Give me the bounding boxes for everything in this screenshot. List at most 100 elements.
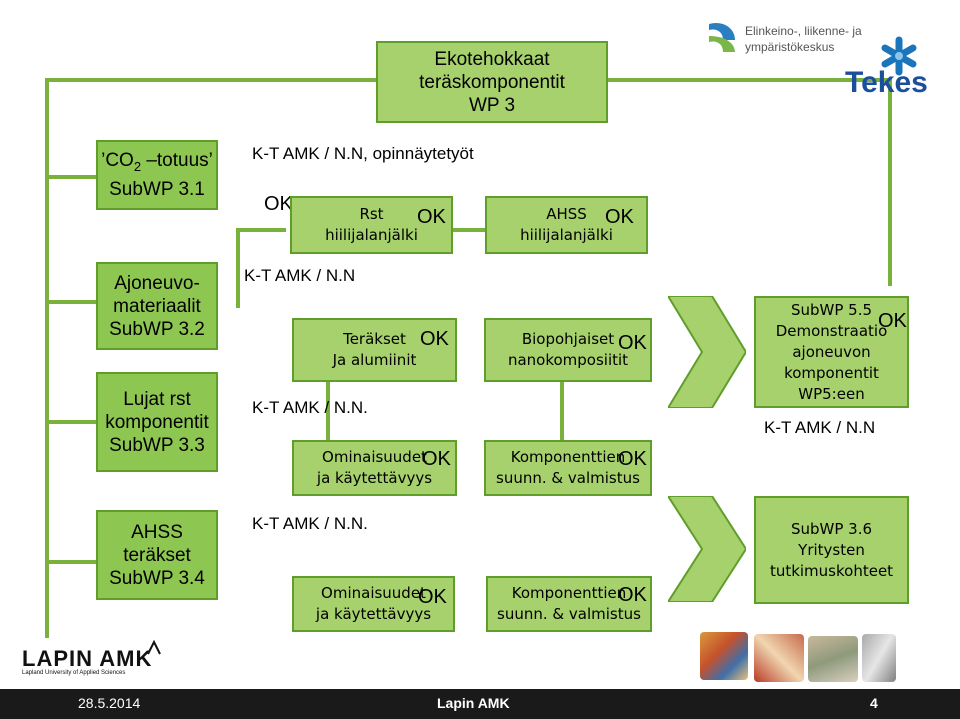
connector-col-a [326,380,330,450]
komp1-ok: OK [618,448,647,470]
footer-page: 4 [870,695,878,711]
chevron-arrow-icon [668,296,746,408]
komp2-ok: OK [618,584,647,606]
connector-lujat [45,420,100,424]
connector-row1 [236,228,286,232]
ely-text-1: Elinkeino-, liikenne- ja [745,24,862,38]
connector-left-vertical [45,78,49,638]
subwp-3-2-box: Ajoneuvo- materiaalit SubWP 3.2 [96,262,218,350]
box-subwp-5-5: SubWP 5.5 Demonstraatio ajoneuvon kompon… [754,296,909,408]
bio-line1: Biopohjaiset [521,330,615,348]
wp55-line4: komponentit [784,363,879,382]
subwp-3-1-line2: SubWP 3.1 [109,178,205,200]
subwp-3-4-box: AHSS teräkset SubWP 3.4 [96,510,218,600]
box-ominaisuudet-1: Ominaisuudet ja käytettävyys OK [292,440,457,496]
ely-logo: Elinkeino-, liikenne- ja ympäristökeskus [705,20,862,64]
chevron-arrow-icon-2 [668,496,746,602]
wp55-ok: OK [878,310,907,332]
connector-ajoneuvo [45,300,100,304]
root-line3: WP 3 [468,94,516,116]
decorative-image-1 [700,632,748,680]
box-terakset: Teräkset Ja alumiinit OK [292,318,457,382]
lapin-amk-logo: LAPIN AMK Lapland University of Applied … [22,640,162,680]
ahss-h-line1: AHSS [546,205,587,223]
box-komponenttien-1: Komponenttien suunn. & valmistus OK [484,440,652,496]
tekes-logo: Tekes [845,36,945,99]
ahss-h-ok: OK [605,206,634,228]
ely-text-2: ympäristökeskus [745,40,835,54]
footer-bar: 28.5.2014 Lapin AMK 4 [0,689,960,719]
box-komponenttien-2: Komponenttien suunn. & valmistus OK [486,576,652,632]
subwp-3-4-line2: teräkset [123,544,191,566]
subwp-3-3-box: Lujat rst komponentit SubWP 3.3 [96,372,218,472]
komp2-line1: Komponenttien [511,584,627,602]
footer-center: Lapin AMK [437,695,510,711]
lapin-amk-subtext: Lapland University of Applied Sciences [22,670,126,676]
subwp-3-2-line3: SubWP 3.2 [109,318,205,340]
subwp-3-3-line3: SubWP 3.3 [109,434,205,456]
box-biopohjaiset: Biopohjaiset nanokomposiitit OK [484,318,652,382]
box-rst-hiilijalanjalki: Rst hiilijalanjälki OK [290,196,453,254]
bio-ok: OK [618,332,647,354]
omin2-ok: OK [418,586,447,608]
rst-ok: OK [417,206,446,228]
wp55-line5: WP5:een [798,384,865,403]
omin1-line1: Ominaisuudet [322,448,427,466]
wp36-line3: tutkimuskohteet [769,561,894,580]
wp36-line2: Yritysten [798,540,865,559]
root-line1: Ekotehokkaat [434,48,550,70]
omin2-line1: Ominaisuudet [321,584,426,602]
wp36-line1: SubWP 3.6 [790,519,873,538]
subwp-3-3-line1: Lujat rst [123,388,191,410]
komp2-line2: suunn. & valmistus [497,605,641,623]
teraks-line2: Ja alumiinit [332,351,417,369]
note-kt-nn-2: K-T AMK / N.N. [252,398,368,417]
subwp-3-3-line2: komponentit [105,411,209,433]
connector-right-vertical [888,78,892,286]
teraks-line1: Teräkset [343,330,406,348]
connector-root-right [607,78,892,82]
ok-standalone: OK [264,193,293,215]
subwp-3-1-line1: ’CO2 –totuus’ [101,150,213,174]
subwp-3-2-line2: materiaalit [113,295,201,317]
bio-line2: nanokomposiitit [507,351,629,369]
decorative-image-4 [862,634,896,682]
footer-date: 28.5.2014 [78,695,141,711]
rst-line2: hiilijalanjälki [325,226,418,244]
connector-root-left [45,78,410,82]
subwp-3-2-line1: Ajoneuvo- [114,272,200,294]
decorative-image-2 [754,634,804,682]
connector-col-b [560,380,564,450]
omin1-line2: ja käytettävyys [316,469,433,487]
tekes-text: Tekes [845,66,928,99]
note-kt-nn-1: K-T AMK / N.N [244,266,356,285]
note-opinnaytetyot: K-T AMK / N.N, opinnäytetyöt [252,144,474,163]
connector-mid-vertical [236,228,240,308]
wp55-line3: ajoneuvon [792,342,871,361]
tekes-star-icon [881,36,917,76]
subwp-3-4-line3: SubWP 3.4 [109,567,205,589]
note-kt-nn-4: K-T AMK / N.N [764,418,876,437]
box-ahss-hiilijalanjalki: AHSS hiilijalanjälki OK [485,196,648,254]
root-box-wp3: Ekotehokkaat teräskomponentit WP 3 [376,41,608,123]
wp55-line2: Demonstraatio [775,321,888,340]
subwp-3-4-line1: AHSS [131,521,183,543]
omin2-line2: ja käytettävyys [315,605,432,623]
note-kt-nn-3: K-T AMK / N.N. [252,514,368,533]
ely-emblem-icon [709,22,735,52]
box-ominaisuudet-2: Ominaisuudet ja käytettävyys OK [292,576,455,632]
rst-line1: Rst [359,205,384,223]
wp55-line1: SubWP 5.5 [790,300,873,319]
connector-ahss [45,560,100,564]
subwp-3-1-box: ’CO2 –totuus’ SubWP 3.1 [96,140,218,210]
connector-row1b [420,228,488,232]
root-line2: teräskomponentit [419,71,565,93]
komp1-line1: Komponenttien [510,448,626,466]
box-subwp-3-6: SubWP 3.6 Yritysten tutkimuskohteet [754,496,909,604]
omin1-ok: OK [422,448,451,470]
lapin-amk-mark-icon [147,640,161,655]
lapin-amk-text: LAPIN AMK [22,646,153,671]
decorative-image-3 [808,636,858,682]
connector-co2 [45,175,100,179]
ahss-h-line2: hiilijalanjälki [520,226,613,244]
